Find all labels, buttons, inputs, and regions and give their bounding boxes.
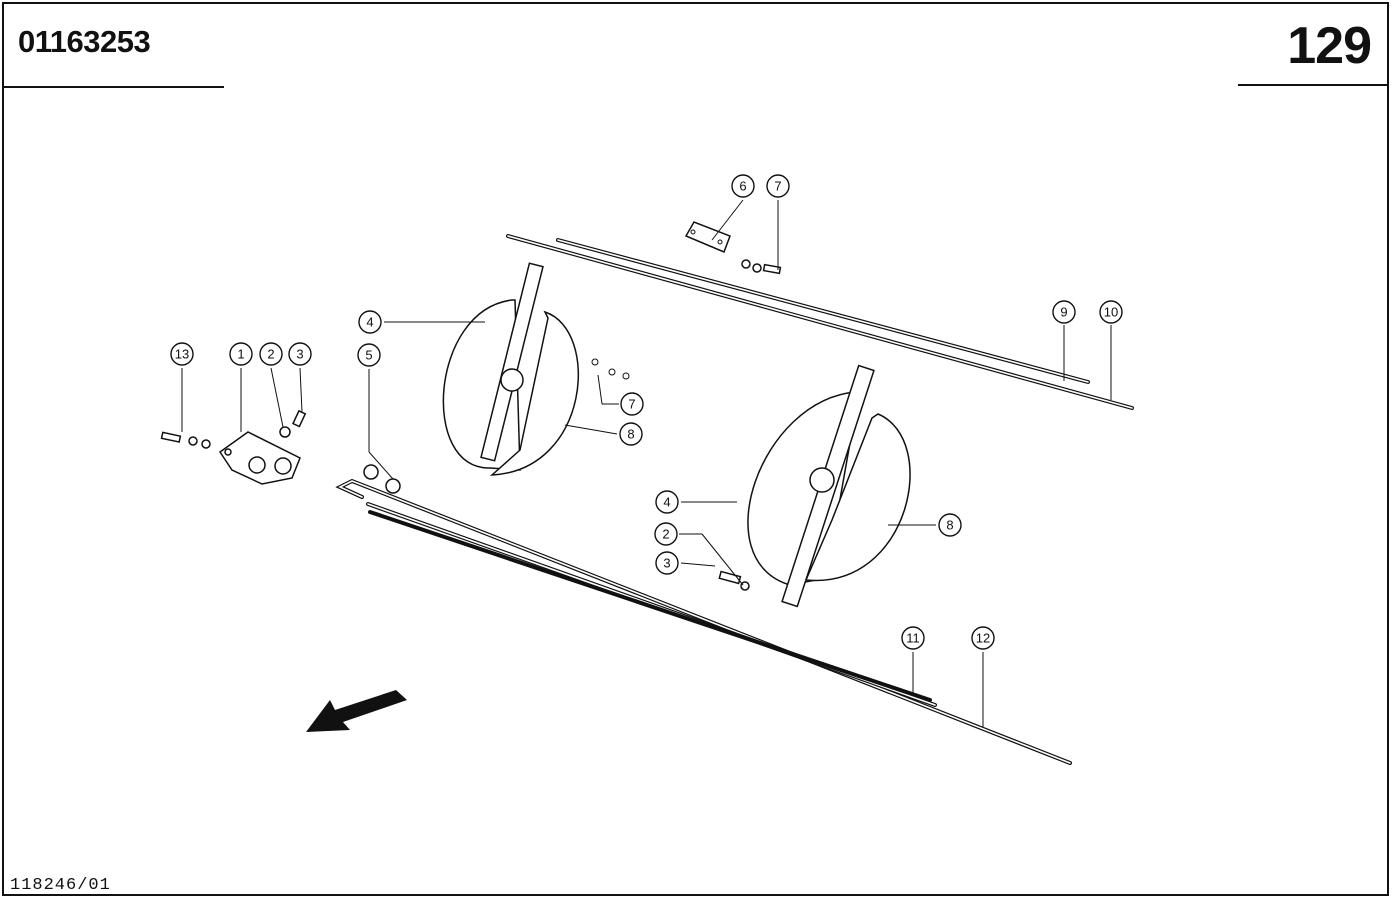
callout-label: 3 [296, 347, 303, 362]
callout: 7 [620, 392, 644, 416]
callout-label: 4 [663, 495, 670, 510]
callout-label: 8 [946, 518, 953, 533]
mounting-bracket [160, 409, 307, 485]
callout-label: 13 [175, 347, 189, 362]
callout: 11 [901, 626, 925, 650]
callout-label: 3 [663, 556, 670, 571]
header-rule-right [1238, 84, 1389, 86]
callout-label: 7 [628, 397, 635, 412]
callout-label: 5 [365, 348, 372, 363]
callout-label: 4 [366, 315, 373, 330]
callout: 4 [358, 310, 382, 334]
callout: 5 [357, 343, 381, 367]
callout-label: 1 [237, 347, 244, 362]
callout: 10 [1099, 300, 1123, 324]
callout-label: 8 [627, 427, 634, 442]
callout: 8 [619, 422, 643, 446]
arrow-down-left-icon [306, 690, 407, 732]
callout: 3 [288, 342, 312, 366]
leader-lines [181, 199, 1112, 727]
callout: 7 [766, 174, 790, 198]
callout: 1 [229, 342, 253, 366]
header-rule-left [2, 86, 224, 88]
callout-label: 2 [662, 527, 669, 542]
callout-label: 6 [739, 179, 746, 194]
callout-label: 11 [906, 631, 920, 646]
callout: 2 [259, 342, 283, 366]
callout: 4 [655, 490, 679, 514]
callout: 13 [170, 342, 194, 366]
page-number: 129 [1287, 17, 1372, 75]
callout-label: 12 [976, 631, 990, 646]
lower-rod-assembly [335, 478, 1072, 765]
callout: 6 [731, 174, 755, 198]
callout: 12 [971, 626, 995, 650]
callout-label: 2 [267, 347, 274, 362]
callout: 9 [1052, 300, 1076, 324]
top-plate [684, 221, 782, 275]
right-disc-assembly [718, 364, 911, 608]
callout-label: 7 [774, 179, 781, 194]
upper-rod-assembly [506, 234, 1134, 410]
callout: 8 [938, 513, 962, 537]
left-disc-assembly [442, 262, 630, 476]
document-number: 01163253 [18, 24, 151, 59]
callout-label: 9 [1060, 305, 1067, 320]
bushings [363, 464, 401, 494]
drawing-code: 118246/01 [10, 876, 111, 895]
callout: 2 [654, 522, 678, 546]
callout: 3 [655, 551, 679, 575]
callout-label: 10 [1104, 305, 1118, 320]
